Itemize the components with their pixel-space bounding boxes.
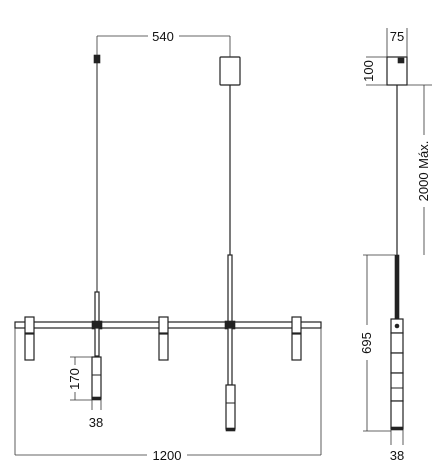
dimension-max-drop: 2000 Máx. [407, 84, 432, 255]
lower-stem-right [227, 327, 233, 386]
bar-module-top-1 [24, 316, 35, 334]
dimension-canopy-spacing: 540 [96, 29, 231, 57]
canopy-height-label: 100 [361, 60, 376, 82]
dimension-canopy-height: 100 [361, 56, 387, 86]
dimension-module-width-side: 38 [390, 430, 404, 463]
dimension-canopy-width: 75 [386, 28, 408, 57]
bar-module-bottom-2 [158, 333, 169, 361]
dimension-module-height: 170 [67, 356, 92, 401]
upper-stem-right [227, 254, 233, 324]
bar-module-top-3 [291, 316, 302, 334]
side-module-2 [390, 352, 404, 374]
module-width-side-label: 38 [390, 448, 404, 463]
suspension-hook [93, 54, 101, 64]
pendant-module-right-cap [225, 427, 236, 432]
bar-module-bottom-1 [24, 333, 35, 361]
side-joint-pivot [394, 323, 400, 329]
dimension-total-width: 1200 [14, 328, 322, 463]
upper-stem-left [94, 291, 100, 324]
total-width-label: 1200 [153, 448, 182, 463]
bar-module-bottom-3 [291, 333, 302, 361]
side-module-4 [390, 400, 404, 430]
side-module-3 [390, 372, 404, 402]
bar-module-top-2 [158, 316, 169, 334]
front-view: 540 170 38 1200 [14, 29, 322, 463]
max-drop-label: 2000 Máx. [416, 141, 431, 202]
pendant-module-left-cap [91, 396, 102, 401]
module-width-front-label: 38 [89, 415, 103, 430]
module-height-label: 170 [67, 368, 82, 390]
lower-stem-left [94, 327, 100, 357]
pendant-module-right [225, 384, 236, 430]
side-module-1 [390, 332, 404, 354]
pendant-module-left [91, 356, 102, 400]
side-canopy-mount [397, 57, 405, 64]
side-height-label: 695 [359, 332, 374, 354]
dimension-module-width-front: 38 [89, 400, 103, 430]
ceiling-canopy [219, 56, 241, 86]
side-stem-upper [394, 254, 400, 320]
canopy-spacing-label: 540 [152, 29, 174, 44]
side-view: 75 100 2000 Máx. 695 38 [359, 28, 432, 463]
dimension-side-height: 695 [359, 254, 395, 432]
canopy-width-label: 75 [390, 29, 404, 44]
side-module-cap [390, 426, 404, 431]
